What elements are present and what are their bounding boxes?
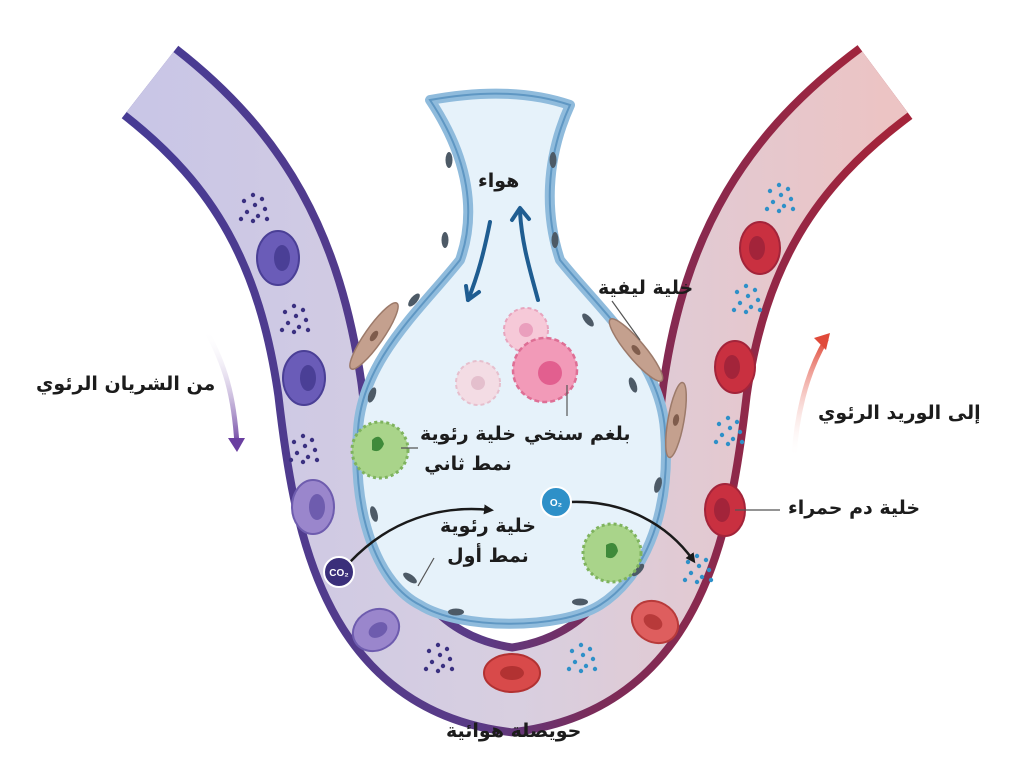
type-one-cell-label-line2: نمط أول — [447, 544, 529, 567]
macrophage-label: بلغم سنخي — [524, 423, 631, 445]
o2-diffusion-arrow — [569, 500, 696, 564]
artery-flow-arrow — [203, 327, 240, 448]
epithelial-nuclei — [367, 152, 662, 616]
fibroblast-cells — [349, 302, 688, 459]
arterial-blood-cells — [483, 221, 781, 693]
air-label: هواء — [478, 170, 520, 192]
o2-molecule: O₂ — [540, 486, 572, 518]
red-blood-cell-label: خلية دم حمراء — [788, 497, 921, 519]
o2-label: O₂ — [550, 498, 562, 509]
o2-dot-clusters — [566, 182, 796, 674]
alveolar-macrophages — [455, 307, 579, 406]
co2-diffusion-arrow — [349, 504, 494, 563]
vessel-flow-arrows — [203, 327, 830, 461]
alveolus-label: حويصلة هوائية — [446, 720, 582, 742]
fibroblast-label: خلية ليفية — [598, 277, 694, 299]
air-flow-arrows — [464, 206, 540, 302]
type-two-cells — [350, 420, 643, 584]
air-out-arrow — [518, 210, 540, 302]
vein-flow-arrow — [791, 337, 829, 461]
air-in-arrow — [466, 220, 492, 302]
gas-exchange-arrows — [349, 500, 696, 564]
co2-dot-clusters — [238, 192, 455, 674]
type-one-cell-label-line1: خلية رئوية — [440, 515, 536, 537]
co2-molecule: CO₂ — [323, 556, 355, 588]
alveolar-sac — [352, 88, 671, 629]
co2-label: CO₂ — [329, 568, 348, 579]
type-two-cell-label: خلية رئوية نمط ثاني — [420, 423, 516, 477]
from-pulmonary-artery-label: من الشريان الرئوي — [36, 373, 216, 395]
venous-blood-cells — [256, 230, 401, 653]
type-two-cell-label-line1: خلية رئوية — [420, 423, 516, 445]
to-pulmonary-vein-label: إلى الوريد الرئوي — [818, 402, 981, 424]
type-one-cell-label: خلية رئوية نمط أول — [440, 515, 536, 569]
leader-lines — [401, 300, 780, 587]
type-two-cell-label-line2: نمط ثاني — [424, 452, 512, 475]
